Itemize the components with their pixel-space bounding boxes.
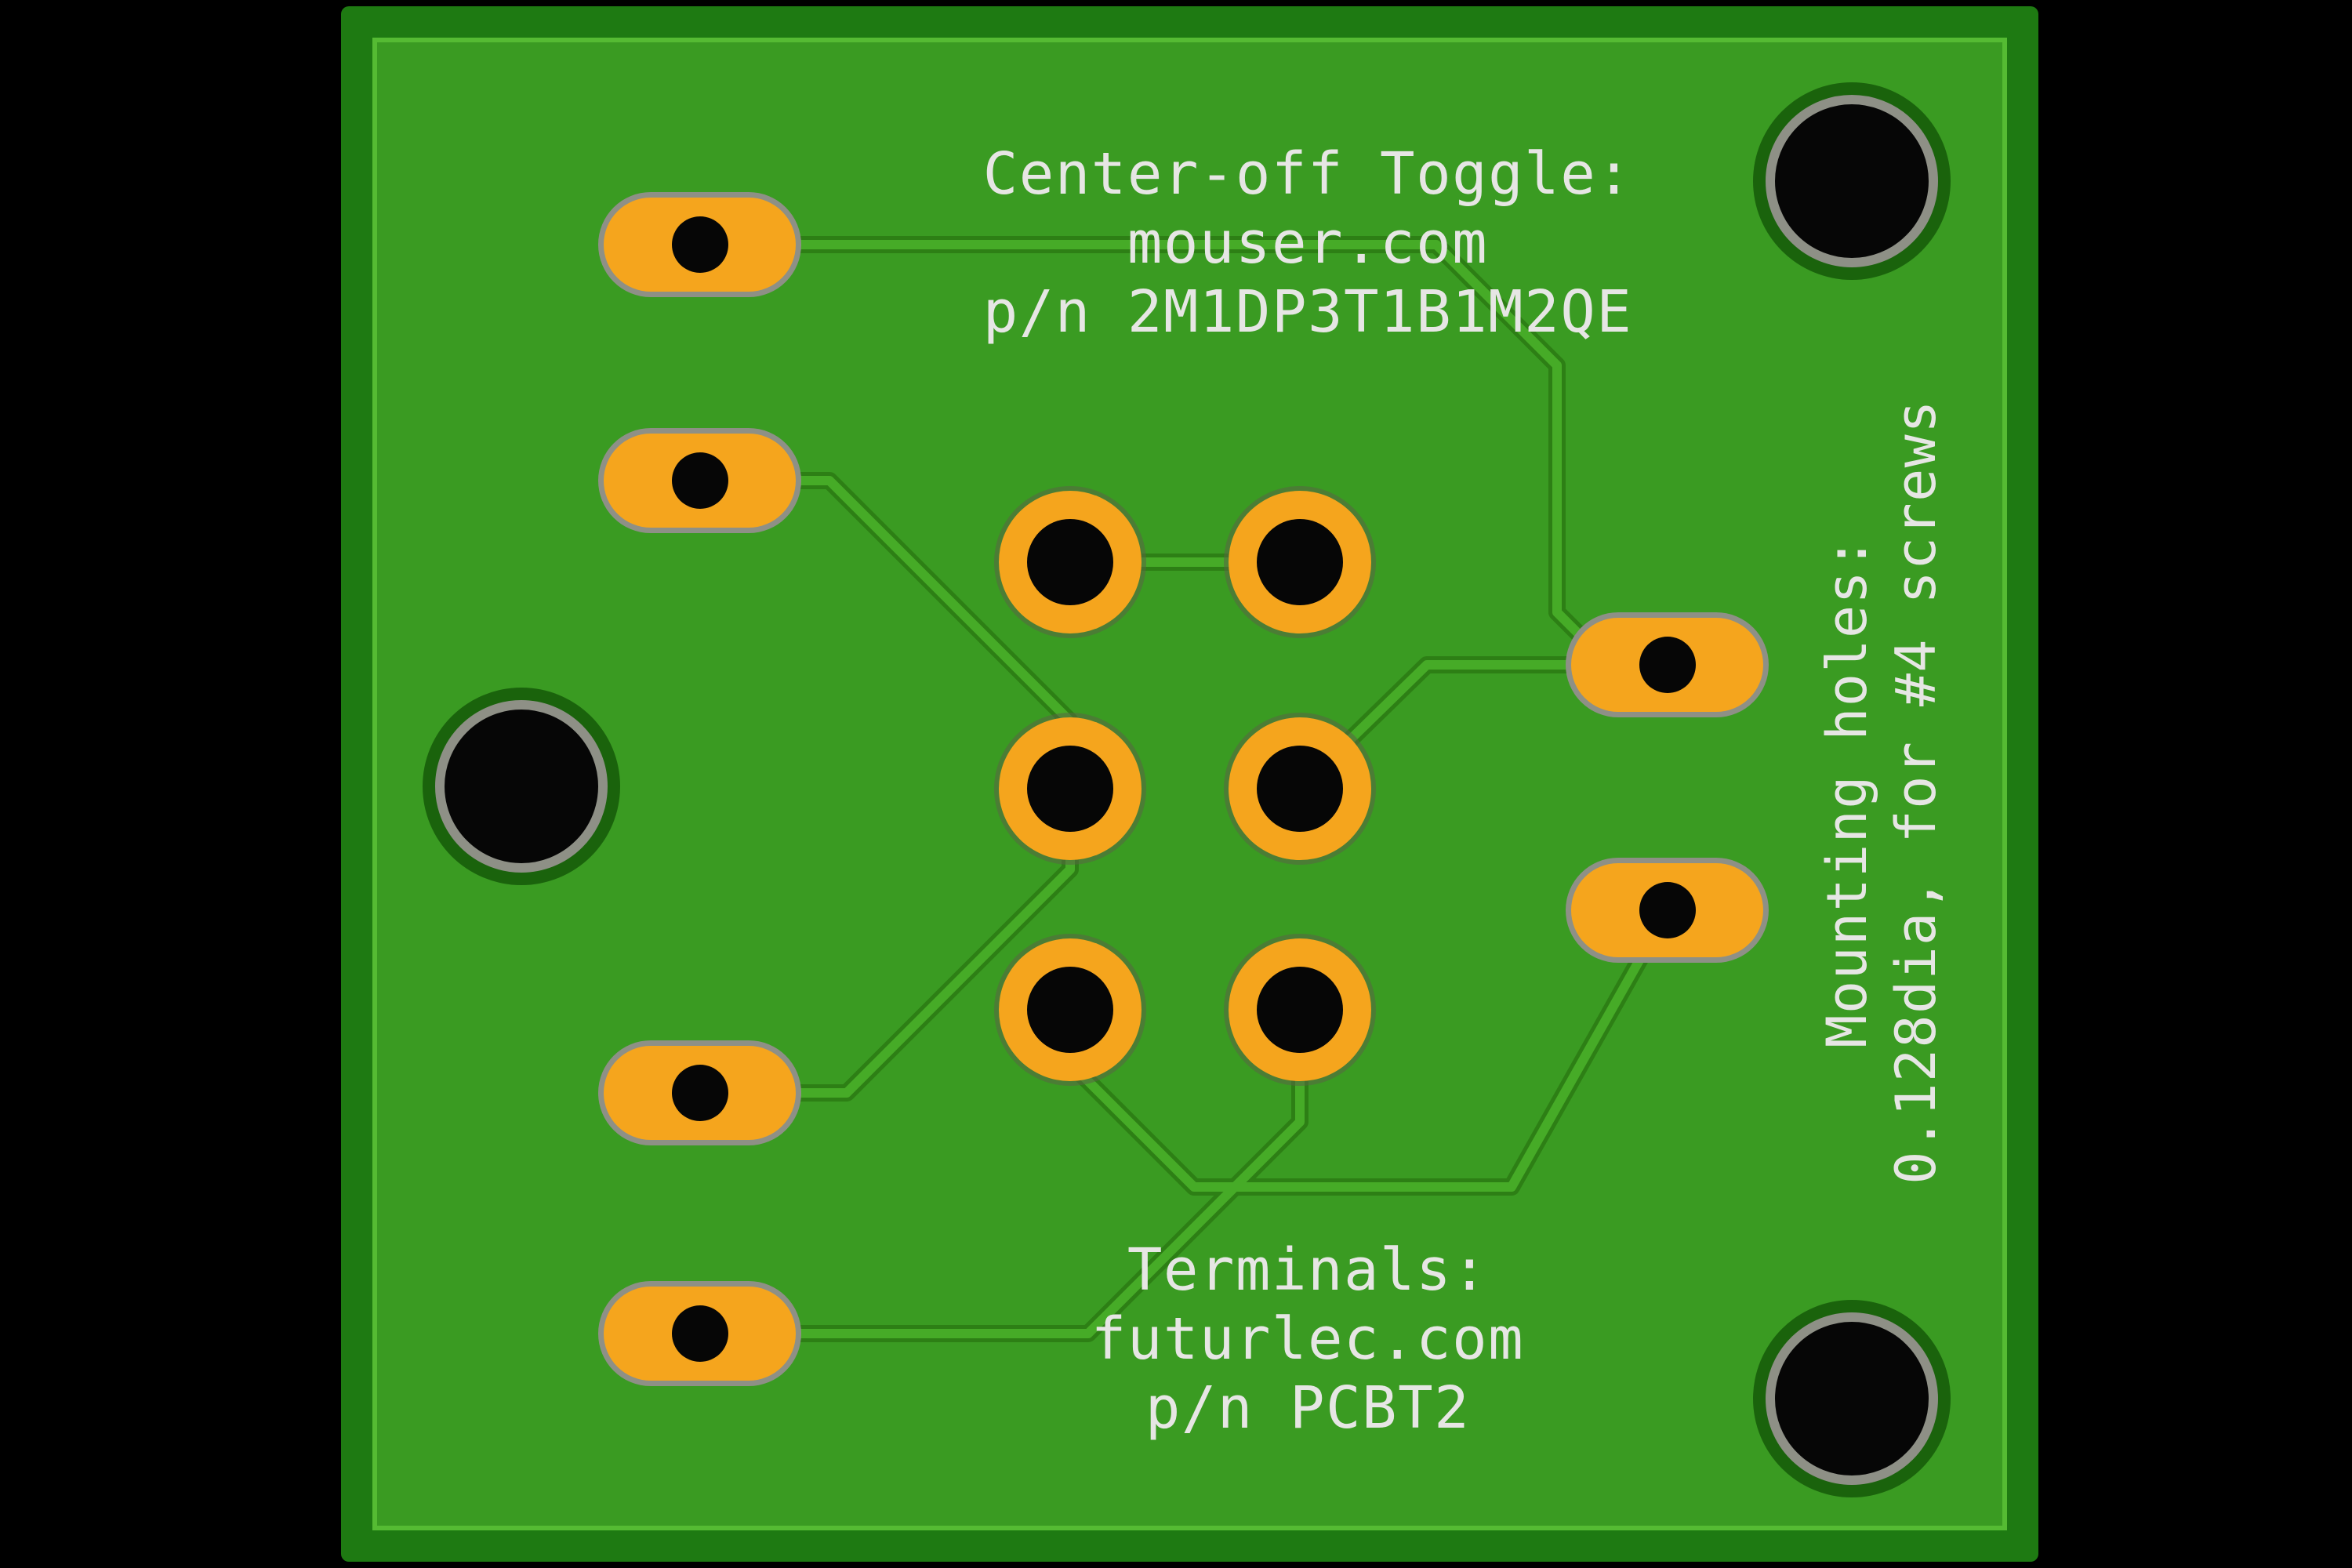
drill-hole (1027, 746, 1113, 832)
drill-hole (1639, 882, 1696, 938)
mounting-hole-left (435, 700, 608, 873)
toggle-note-line-3: p/n 2M1DP3T1B1M2QE (982, 278, 1633, 346)
silkscreen-note-toggle: Center-off Toggle: mouser.com p/n 2M1DP3… (877, 140, 1739, 347)
switch-pad-1 (999, 491, 1142, 633)
terminal-pad-left-4 (604, 1287, 796, 1381)
switch-pad-2 (1229, 491, 1371, 633)
switch-pad-3 (999, 717, 1142, 860)
drill-hole (671, 1305, 728, 1362)
terminals-note-line-2: futurlec.com (1091, 1305, 1525, 1373)
drill-hole (671, 452, 728, 509)
drill-hole (671, 1065, 728, 1121)
drill-hole (1027, 519, 1113, 605)
terminals-note-line-3: p/n PCBT2 (1145, 1374, 1471, 1442)
switch-pad-4 (1229, 717, 1371, 860)
mounting-hole-top-right (1766, 95, 1938, 267)
toggle-note-line-2: mouser.com (1127, 209, 1489, 277)
drill-hole (1257, 519, 1343, 605)
toggle-note-line-1: Center-off Toggle: (982, 140, 1633, 208)
terminal-pad-left-3 (604, 1046, 796, 1140)
terminal-pad-right-2 (1571, 863, 1763, 957)
drill-hole (1257, 967, 1343, 1053)
silkscreen-note-terminals: Terminals: futurlec.com p/n PCBT2 (877, 1236, 1739, 1443)
drill-hole (1257, 746, 1343, 832)
mounting-hole-bottom-right (1766, 1312, 1938, 1485)
silkscreen-note-mounting: Mounting holes: 0.128dia, for #4 screws (1813, 361, 1951, 1223)
terminal-pad-right-1 (1571, 618, 1763, 712)
switch-pad-5 (999, 938, 1142, 1081)
mounting-note-line-1: Mounting holes: (1815, 535, 1879, 1048)
drill-hole (1639, 637, 1696, 693)
mounting-note-line-2: 0.128dia, for #4 screws (1884, 399, 1948, 1185)
drill-hole (1027, 967, 1113, 1053)
terminals-note-line-1: Terminals: (1127, 1236, 1489, 1304)
terminal-pad-left-2 (604, 434, 796, 528)
terminal-pad-left-1 (604, 198, 796, 292)
switch-pad-6 (1229, 938, 1371, 1081)
drill-hole (671, 216, 728, 273)
